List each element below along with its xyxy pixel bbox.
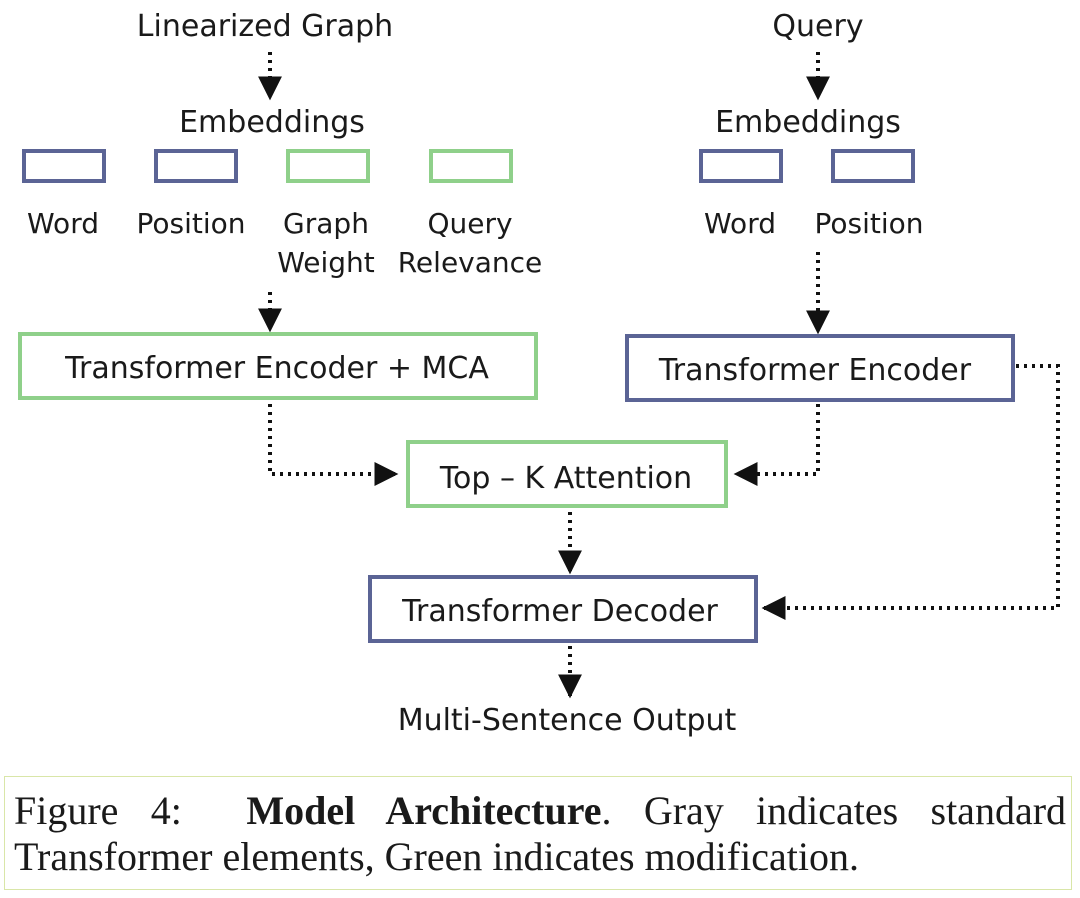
graph-weight-embedding-box: [286, 149, 370, 183]
figure-caption: Figure 4: Model Architecture. Gray indic…: [14, 788, 1066, 880]
query-relevance-label-line2: Relevance: [398, 246, 543, 279]
transformer-decoder-box: [368, 575, 758, 643]
query-relevance-label-line1: Query: [427, 207, 512, 240]
graph-encoder-label: Transformer Encoder + MCA: [64, 351, 489, 386]
caption-text: . Gray indicates standard Transformer el…: [14, 788, 1067, 879]
graph-encoder-box: [18, 332, 538, 400]
graph-weight-label-line1: Graph: [283, 207, 369, 240]
arrow-query-encoder-to-decoder: [761, 364, 1060, 620]
query-relevance-embedding-box: [429, 149, 513, 183]
right-embeddings-title: Embeddings: [715, 105, 901, 140]
query-input-label: Query: [772, 9, 863, 44]
caption-frame: [4, 776, 1072, 890]
caption-title: Model Architecture: [246, 788, 602, 833]
left-embeddings-title: Embeddings: [179, 105, 365, 140]
word-embedding-label: Word: [27, 207, 99, 240]
transformer-decoder-label: Transformer Decoder: [401, 594, 718, 629]
arrow-query-encoder-to-attention: [733, 404, 820, 486]
multi-sentence-output-label: Multi-Sentence Output: [398, 703, 737, 738]
word-embedding-box: [22, 149, 106, 183]
figure-number: Figure 4:: [14, 788, 182, 833]
query-position-embedding-label: Position: [814, 207, 923, 240]
query-position-embedding-box: [831, 149, 915, 183]
position-embedding-box: [154, 149, 238, 183]
graph-weight-label-line2: Weight: [277, 246, 375, 279]
query-encoder-label: Transformer Encoder: [658, 353, 972, 388]
query-word-embedding-box: [699, 149, 783, 183]
position-embedding-label: Position: [136, 207, 245, 240]
top-k-attention-box: [406, 440, 728, 508]
query-word-embedding-label: Word: [704, 207, 776, 240]
linearized-graph-label: Linearized Graph: [137, 9, 393, 44]
top-k-attention-label: Top – K Attention: [439, 461, 692, 496]
arrow-graph-encoder-to-attention: [268, 404, 399, 486]
query-encoder-box: [625, 334, 1015, 402]
